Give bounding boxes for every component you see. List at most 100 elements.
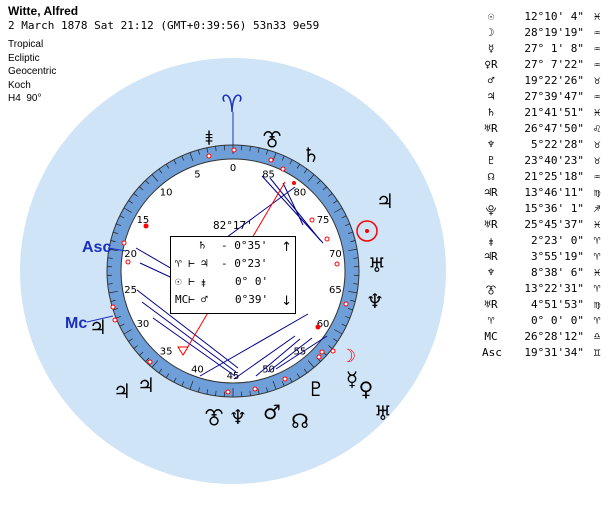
- position-glyph: ♄: [487, 106, 495, 119]
- position-sign: ♈: [593, 314, 601, 327]
- aspect-line: [275, 335, 328, 370]
- aspect-value: - 0°23': [221, 257, 268, 270]
- position-glyph: ⯓: [485, 204, 497, 217]
- dial-tick: [123, 207, 132, 213]
- dial-tick-label: 80: [293, 187, 306, 198]
- dial-tick: [108, 248, 118, 252]
- dial-tick-label: 5: [194, 169, 200, 180]
- position-sign: ♌: [593, 122, 601, 135]
- dial-tick: [345, 223, 350, 226]
- dial-tick-label: 75: [317, 215, 330, 226]
- dial-tick: [181, 381, 185, 387]
- aspect-left: ☉ ⊢: [175, 275, 195, 288]
- position-glyph: ☽: [487, 26, 495, 39]
- dial-tick: [303, 168, 308, 174]
- asc-pointer-line: [107, 247, 127, 252]
- dial-tick: [189, 152, 194, 162]
- position-glyph: ☿: [487, 42, 495, 55]
- ring-point: [319, 349, 325, 355]
- position-value: 13°46'11": [524, 186, 584, 199]
- aspect-value: 0°39': [235, 293, 269, 306]
- dial-tick: [165, 163, 170, 169]
- aspect-row: MC⊢ ♂ 0°39': [171, 293, 295, 309]
- position-glyph: ☊: [487, 170, 495, 183]
- position-glyph: ♈: [487, 314, 495, 327]
- ring-point: [147, 359, 153, 365]
- position-glyph: ♃R: [484, 186, 498, 199]
- position-value: 26°28'12": [524, 330, 584, 343]
- position-sign: ♉: [593, 138, 601, 151]
- dial-tick: [145, 180, 150, 185]
- aspect-planet: ♄: [199, 239, 206, 252]
- position-value: 27°39'47": [524, 90, 584, 103]
- position-sign: ♉: [593, 154, 601, 167]
- position-row: ♇23°40'23"♉: [480, 154, 610, 170]
- dial-tick-label: 70: [329, 249, 342, 260]
- position-row: ♈0° 0' 0"♈: [480, 314, 610, 330]
- dial-tick: [123, 329, 132, 335]
- mc-pointer-line: [86, 315, 114, 323]
- dial-tick: [110, 240, 116, 243]
- dial-tick: [145, 357, 150, 362]
- dial-tick: [333, 338, 338, 342]
- position-glyph: ♂: [487, 74, 495, 87]
- position-sign: ♉: [593, 74, 601, 87]
- up-arrow-icon[interactable]: ↑: [281, 240, 292, 255]
- ring-point: [268, 157, 274, 163]
- dial-tick: [296, 373, 301, 379]
- position-value: 13°22'31": [524, 282, 584, 295]
- position-row: ⯒2°23' 0"♈: [480, 234, 610, 250]
- dial-tick: [334, 207, 343, 213]
- saturn-icon: ♄: [302, 143, 320, 167]
- ring-point: [231, 147, 237, 153]
- dial-tick: [289, 159, 293, 165]
- down-arrow-icon[interactable]: ↓: [281, 294, 292, 309]
- poseidon-icon: ⯔: [204, 405, 223, 429]
- position-value: 27° 1' 8": [524, 42, 584, 55]
- dial-tick: [113, 231, 119, 234]
- dial-tick: [181, 155, 185, 161]
- position-row: ⯓15°36' 1"♐: [480, 202, 610, 218]
- dial-tick: [266, 149, 269, 155]
- dial-tick: [139, 186, 144, 191]
- position-sign: ♈: [593, 282, 601, 295]
- position-value: 5°22'28": [531, 138, 584, 151]
- neptune-top-icon: ⯔: [262, 127, 281, 151]
- aspect-line: [282, 182, 304, 226]
- position-glyph: ☉: [487, 10, 495, 23]
- ring-point: [112, 317, 118, 323]
- aspect-planet: ♂: [201, 293, 208, 306]
- dial-tick: [328, 193, 333, 197]
- red-marker: [315, 324, 321, 330]
- position-sign: ♍: [593, 298, 601, 311]
- position-row: ☉12°10' 4"♓: [480, 10, 610, 26]
- dial-tick: [257, 147, 260, 153]
- dial-tick: [266, 387, 269, 393]
- position-row: ☽28°19'19"♒: [480, 26, 610, 42]
- ring-point: [225, 389, 231, 395]
- dial-tick: [215, 146, 217, 152]
- position-row: ♄21°41'51"♓: [480, 106, 610, 122]
- position-glyph: ♅R: [484, 218, 498, 231]
- dial-tick: [173, 159, 177, 165]
- dial-tick: [133, 345, 138, 349]
- position-glyph: ♅R: [484, 298, 498, 311]
- dial-tick-label: 25: [124, 285, 137, 296]
- neptune-icon: ♆: [366, 289, 384, 313]
- ring-point: [110, 304, 116, 310]
- position-value: 12°10' 4": [524, 10, 584, 23]
- vulcanus-icon: ♅: [374, 401, 392, 425]
- position-value: 28°19'19": [524, 26, 584, 39]
- dial-tick: [281, 381, 285, 387]
- position-sign: ♓: [593, 266, 601, 279]
- position-value: 26°47'50": [524, 122, 584, 135]
- dial-tick-label: 55: [293, 347, 306, 358]
- position-value: 21°41'51": [524, 106, 584, 119]
- dial-tick: [348, 290, 358, 294]
- position-value: 27° 7'22": [524, 58, 584, 71]
